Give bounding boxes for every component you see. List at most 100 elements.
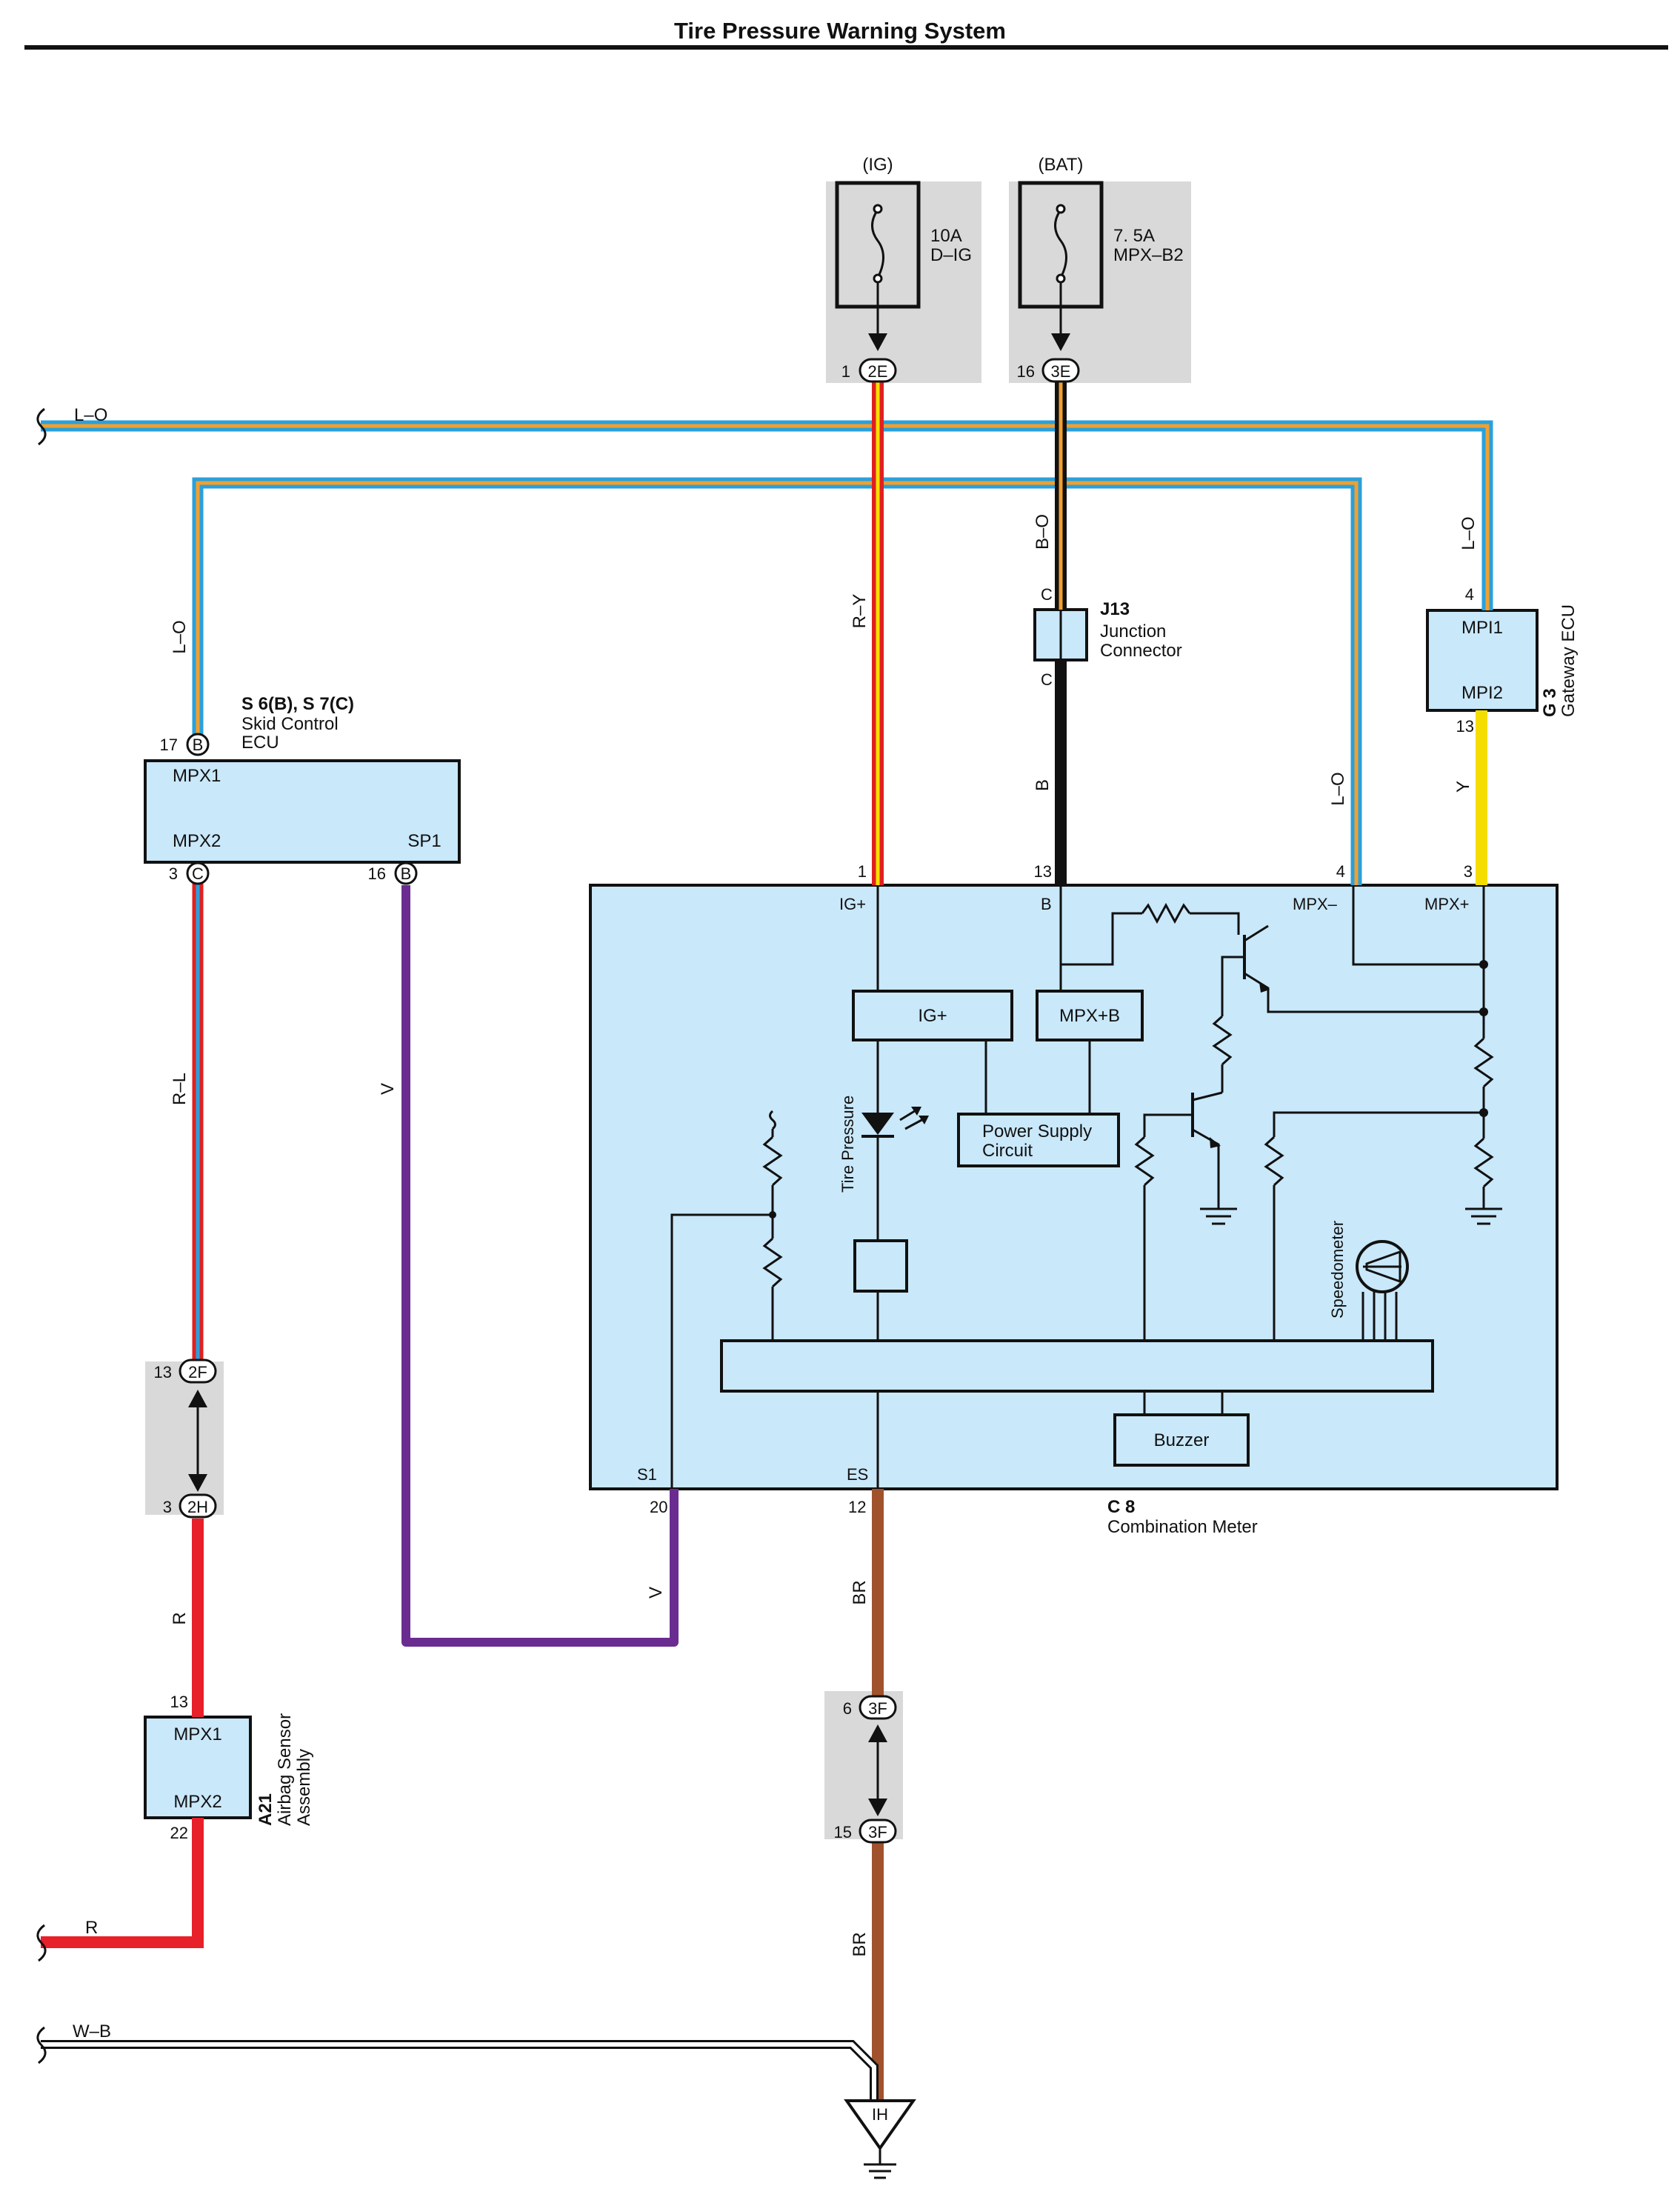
meter-q1-emitter [1244,924,1269,942]
fuse-ig-terminal-top [873,204,883,214]
wire-y-label: Y [1453,781,1473,793]
meter-ig-block [852,990,1013,1041]
skid-pin-mpx1-conn-label: B [193,736,204,754]
meter-s1-resistor-2 [762,1237,783,1288]
skid-mpx1: MPX1 [173,766,221,786]
connector-3f-bottom-label: 3F [868,1823,887,1841]
fuse-bat-terminal-bottom [1056,273,1066,284]
connector-3f-bottom-pin: 15 [834,1823,852,1841]
connector-2e [859,358,897,383]
meter-led-ray-2 [904,1117,925,1130]
meter-buzzer-block [1113,1413,1250,1467]
wire-lo-gateway-label: L–O [1459,516,1479,550]
meter-q1-resistor [1212,1015,1233,1066]
skid-pin-sp1-conn-label: B [401,864,412,883]
connector-2f-2h-background [145,1361,224,1515]
airbag-pin2: 22 [170,1824,188,1842]
wire-v-label-2: V [646,1587,666,1599]
fuse-ig-arrow [868,333,887,351]
junction-label-2: Connector [1100,641,1182,661]
airbag-mpx2: MPX2 [173,1792,221,1812]
meter-pin-s1: 20 [650,1498,667,1516]
meter-top-resistor [1141,902,1191,924]
wire-break-r [36,1924,47,1962]
meter-led-ray-arrow-1 [911,1107,921,1116]
fuse-ig-background [826,181,981,383]
meter-q2-base-line [1143,1113,1193,1137]
ground-ih-label: IH [872,2105,888,2124]
junction-pin-bottom: C [1041,670,1053,689]
meter-label-b: B [1041,895,1052,913]
meter-id: C 8 [1107,1497,1135,1517]
meter-q2-collector [1192,1091,1223,1101]
wire-br-label-2: BR [850,1932,870,1956]
wire-lo-left-label: L–O [170,620,190,653]
connector-2f-pin: 13 [154,1363,172,1381]
fuse-ig-element [871,209,884,279]
wire-bo-label: B–O [1033,514,1053,550]
meter-label-mpxp: MPX+ [1424,895,1470,913]
wire-wb-label: W–B [73,2021,111,2041]
gateway-name: Gateway ECU [1559,604,1579,717]
skid-pin-mpx2: 3 [169,864,178,883]
meter-speedometer-pointer [1365,1250,1401,1284]
wire-lo-top-inner [41,424,1490,610]
connector-3e-pin: 16 [1017,362,1035,381]
meter-label-mpxm: MPX– [1293,895,1338,913]
airbag-name-1: Airbag Sensor [275,1713,295,1826]
wire-v-label-1: V [378,1083,398,1095]
meter-label-s1: S1 [637,1465,657,1484]
airbag-id: A21 [256,1793,276,1826]
gateway-ecu-box [1426,609,1539,712]
meter-s1-resistor-1 [762,1136,783,1187]
meter-power-supply-line1: Power Supply [982,1121,1092,1141]
skid-pin-sp1-connector [394,861,418,885]
wire-wb-inner [41,2042,876,2102]
skid-mpx2: MPX2 [173,831,221,851]
meter-mpxp-resistor-1 [1473,1037,1494,1088]
connector-2e-pin: 1 [841,362,850,381]
meter-pin-mpxm: 4 [1336,862,1345,881]
connector-3f-top-arrow [868,1724,887,1742]
wire-b-label: B [1033,779,1053,791]
meter-name: Combination Meter [1107,1517,1258,1537]
meter-label-es: ES [847,1465,868,1484]
wire-r-label-1: R [170,1612,190,1624]
connector-2f-arrow [188,1390,207,1407]
fuse-bat-rating: 7. 5A [1113,226,1155,246]
meter-mpxp-to-bus [1273,1111,1484,1137]
fuse-ig-rating: 10A [930,226,962,246]
meter-label-ig: IG+ [839,895,866,913]
meter-buzzer-label: Buzzer [1154,1430,1210,1450]
meter-internal-bus [720,1339,1434,1393]
airbag-pin1: 13 [170,1693,188,1711]
skid-name-2: ECU [241,733,279,753]
fuse-ig-name: D–IG [930,245,972,265]
connector-3f-bottom [859,1819,897,1844]
fuse-bat-name: MPX–B2 [1113,245,1184,265]
connector-2f-label: 2F [188,1363,207,1381]
connector-3e-label: 3E [1051,362,1071,381]
meter-q2-base-resistor [1134,1136,1155,1187]
meter-ig-block-label: IG+ [918,1006,947,1026]
airbag-mpx1: MPX1 [173,1724,221,1744]
meter-led-ray-1 [899,1108,918,1121]
meter-pin-es: 12 [848,1498,866,1516]
meter-q1-base-line [1221,956,1244,1016]
gateway-pin1-label: MPI1 [1461,618,1503,638]
meter-s1-line-to-pin [670,1213,773,1489]
fuse-bat-terminal-top [1056,204,1066,214]
connector-2h-arrow [188,1474,207,1492]
fuse-ig-source: (IG) [862,155,893,175]
wire-br-label-1: BR [850,1580,870,1604]
wire-wb-outer [41,2040,879,2102]
junction-pin-top: C [1041,585,1053,604]
meter-led-ray-arrow-2 [919,1116,929,1124]
wire-ry-label: R–Y [850,594,870,629]
wire-break-wb [36,2026,47,2064]
meter-mpxp-node-1 [1479,960,1488,969]
gateway-pin1: 4 [1465,585,1474,604]
skid-pin-sp1: 16 [368,864,386,883]
gateway-id: G 3 [1540,688,1560,717]
